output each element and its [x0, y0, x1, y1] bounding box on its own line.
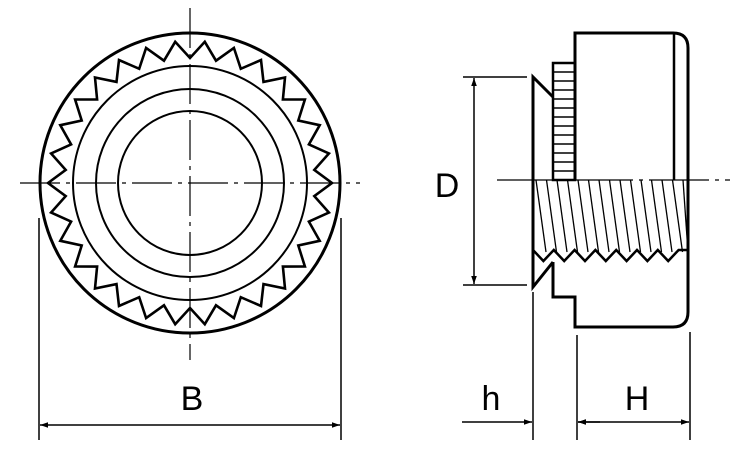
label-b: B: [181, 380, 204, 418]
knurl-gear-outline: [45, 39, 335, 327]
thread-line: [566, 179, 579, 253]
label-h: h: [482, 380, 501, 418]
thread-line: [587, 179, 600, 253]
thread-line: [640, 179, 652, 253]
thread-line: [671, 179, 684, 253]
dimension-h-and-H: [462, 292, 691, 440]
thread-line: [619, 179, 631, 253]
front-view: [20, 8, 360, 360]
thread-line: [535, 179, 547, 253]
thread-lines: [535, 179, 689, 253]
thread-line: [545, 179, 558, 253]
thread-major-circle: [95, 88, 285, 278]
thread-line: [608, 179, 621, 253]
flange-upper: [531, 73, 555, 292]
bore-circle: [117, 110, 263, 256]
thread-line: [682, 179, 689, 253]
thread-root-profile: [532, 248, 688, 263]
thread-line: [629, 179, 642, 253]
dimension-d: [463, 76, 527, 286]
knurl-lines: [553, 71, 575, 172]
dimension-b: [38, 218, 342, 440]
knurl: [551, 61, 577, 182]
label-d: D: [435, 167, 460, 205]
head-body: [551, 31, 690, 329]
thread-line: [661, 179, 673, 253]
shoulder-circle: [72, 65, 308, 301]
thread-line: [577, 179, 589, 253]
thread-line: [650, 179, 663, 253]
side-view: [497, 31, 730, 329]
thread-line: [556, 179, 568, 253]
label-H: H: [625, 380, 650, 418]
outer-circle: [38, 31, 342, 335]
thread-line: [598, 179, 610, 253]
